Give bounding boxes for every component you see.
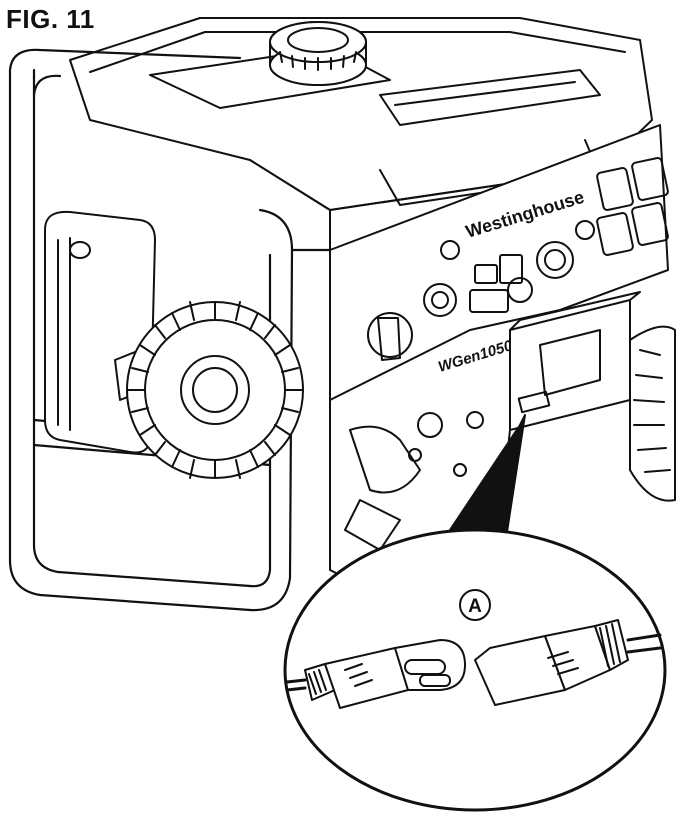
callout-detail: A: [283, 528, 667, 812]
battery-compartment: [509, 291, 641, 431]
callout-label-a: A: [468, 596, 482, 617]
wheel: [629, 325, 676, 502]
callout-pointer: [439, 414, 526, 546]
engine-flywheel: [126, 301, 304, 479]
figure-title: FIG. 11: [6, 4, 95, 34]
fuel-cap: [269, 21, 367, 86]
